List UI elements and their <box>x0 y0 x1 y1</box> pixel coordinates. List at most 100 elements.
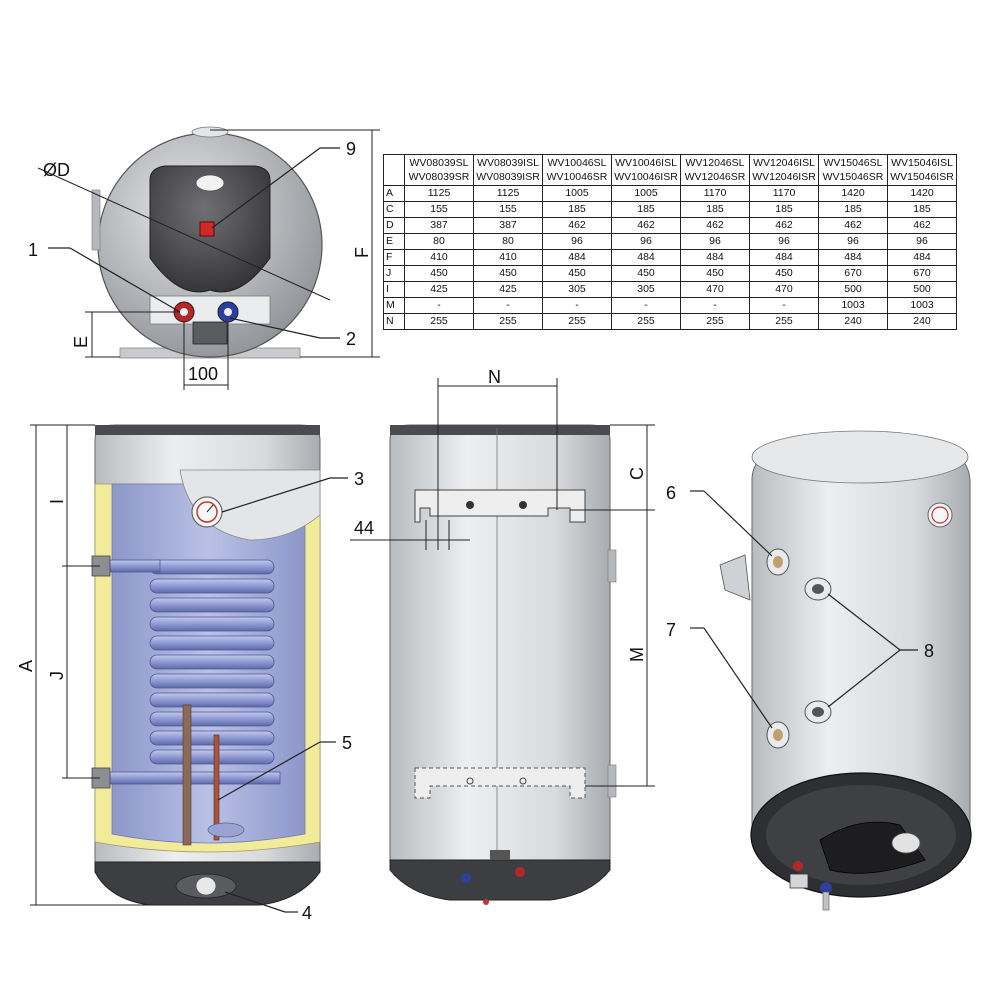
coil-turn <box>149 749 275 765</box>
table-cell: 484 <box>680 249 750 266</box>
table-cell: 387 <box>404 217 474 234</box>
table-cell: 96 <box>887 233 957 250</box>
table-cell: 255 <box>749 313 819 330</box>
table-cell: - <box>749 297 819 314</box>
A-label: A <box>16 660 36 672</box>
row-key-cell: F <box>383 249 405 266</box>
table-cell: 670 <box>818 265 888 282</box>
callout-2: 2 <box>346 329 356 349</box>
table-cell: 255 <box>473 313 543 330</box>
table-cell: 484 <box>818 249 888 266</box>
coil-turn <box>149 654 275 670</box>
callout-7-leader <box>703 627 773 729</box>
perspective-hot-port <box>793 861 803 871</box>
table-cell: 1170 <box>749 185 819 202</box>
top-fitting <box>191 126 229 138</box>
coil-turn <box>149 692 275 708</box>
table-cell: 450 <box>749 265 819 282</box>
table-cell: 425 <box>473 281 543 298</box>
top-view: ØD F E 100 1 2 9 <box>28 126 380 390</box>
table-cell: 255 <box>542 313 612 330</box>
callout-8: 8 <box>924 641 934 661</box>
callout-9-leader <box>211 147 321 229</box>
table-cell: 670 <box>887 265 957 282</box>
model-name: WV08039SL <box>409 157 469 169</box>
callout-3-leader <box>221 477 331 513</box>
bracket-bolt <box>519 501 527 509</box>
table-cell: 185 <box>818 201 888 218</box>
callout-8-leader-upper <box>827 593 901 651</box>
model-name: WV08039SR <box>408 171 470 183</box>
table-cell: 462 <box>818 217 888 234</box>
rear-bottom-cover <box>389 859 611 901</box>
rear-top-rim <box>390 425 610 435</box>
table-cell: 240 <box>887 313 957 330</box>
table-cell: - <box>611 297 681 314</box>
table-cell: 96 <box>542 233 612 250</box>
w44-label: 44 <box>354 518 374 538</box>
callout-5-leader <box>217 741 321 801</box>
J-label: J <box>47 671 67 680</box>
model-name: WV15046ISR <box>890 171 954 183</box>
diameter-label: ØD <box>43 160 70 180</box>
bracket-hole <box>519 777 527 785</box>
model-name: WV10046ISL <box>615 157 677 169</box>
I-label: I <box>47 499 67 504</box>
model-name: WV10046SL <box>547 157 607 169</box>
table-cell: 255 <box>404 313 474 330</box>
table-cell: 462 <box>680 217 750 234</box>
model-name: WV08039ISR <box>476 171 540 183</box>
diameter-dimension-line <box>37 167 331 301</box>
callout-6-leader <box>703 490 773 557</box>
table-cell: - <box>473 297 543 314</box>
model-header-cell: WV08039SL WV08039SR <box>404 154 474 186</box>
row-key-cell: C <box>383 201 405 218</box>
bracket-bolt <box>466 501 474 509</box>
row-key-cell: A <box>383 185 405 202</box>
drain-port <box>195 876 217 896</box>
row-key-cell: E <box>383 233 405 250</box>
coil-turn <box>149 616 275 632</box>
table-cell: 305 <box>542 281 612 298</box>
perspective-view: 6 7 8 <box>666 430 972 911</box>
rear-cold-port <box>461 873 471 883</box>
thermometer-scale <box>196 501 218 523</box>
coil-turn <box>149 578 275 594</box>
callout-2-leader <box>229 317 321 339</box>
callout-6: 6 <box>666 483 676 503</box>
heater-flange <box>195 174 225 192</box>
coil-turn <box>149 673 275 689</box>
perspective-top-cap <box>751 430 969 484</box>
rear-side-bracket-lower <box>607 764 617 798</box>
table-cell: 80 <box>473 233 543 250</box>
table-cell: - <box>404 297 474 314</box>
heat-exchanger-coil <box>91 555 281 789</box>
table-cell: 450 <box>473 265 543 282</box>
table-cell: 500 <box>818 281 888 298</box>
model-name: WV12046ISL <box>753 157 815 169</box>
model-name: WV15046SL <box>823 157 883 169</box>
callout-9: 9 <box>346 139 356 159</box>
table-cell: 462 <box>749 217 819 234</box>
table-cell: 185 <box>887 201 957 218</box>
rear-view: N 44 C M <box>350 367 655 905</box>
table-cell: - <box>542 297 612 314</box>
row-key-cell: N <box>383 313 405 330</box>
table-cell: 1005 <box>542 185 612 202</box>
table-cell: 462 <box>887 217 957 234</box>
hot-outlet-bore <box>180 308 188 316</box>
table-cell: 80 <box>404 233 474 250</box>
table-cell: 185 <box>542 201 612 218</box>
coil-turn <box>149 711 275 727</box>
callout-4: 4 <box>302 903 312 923</box>
